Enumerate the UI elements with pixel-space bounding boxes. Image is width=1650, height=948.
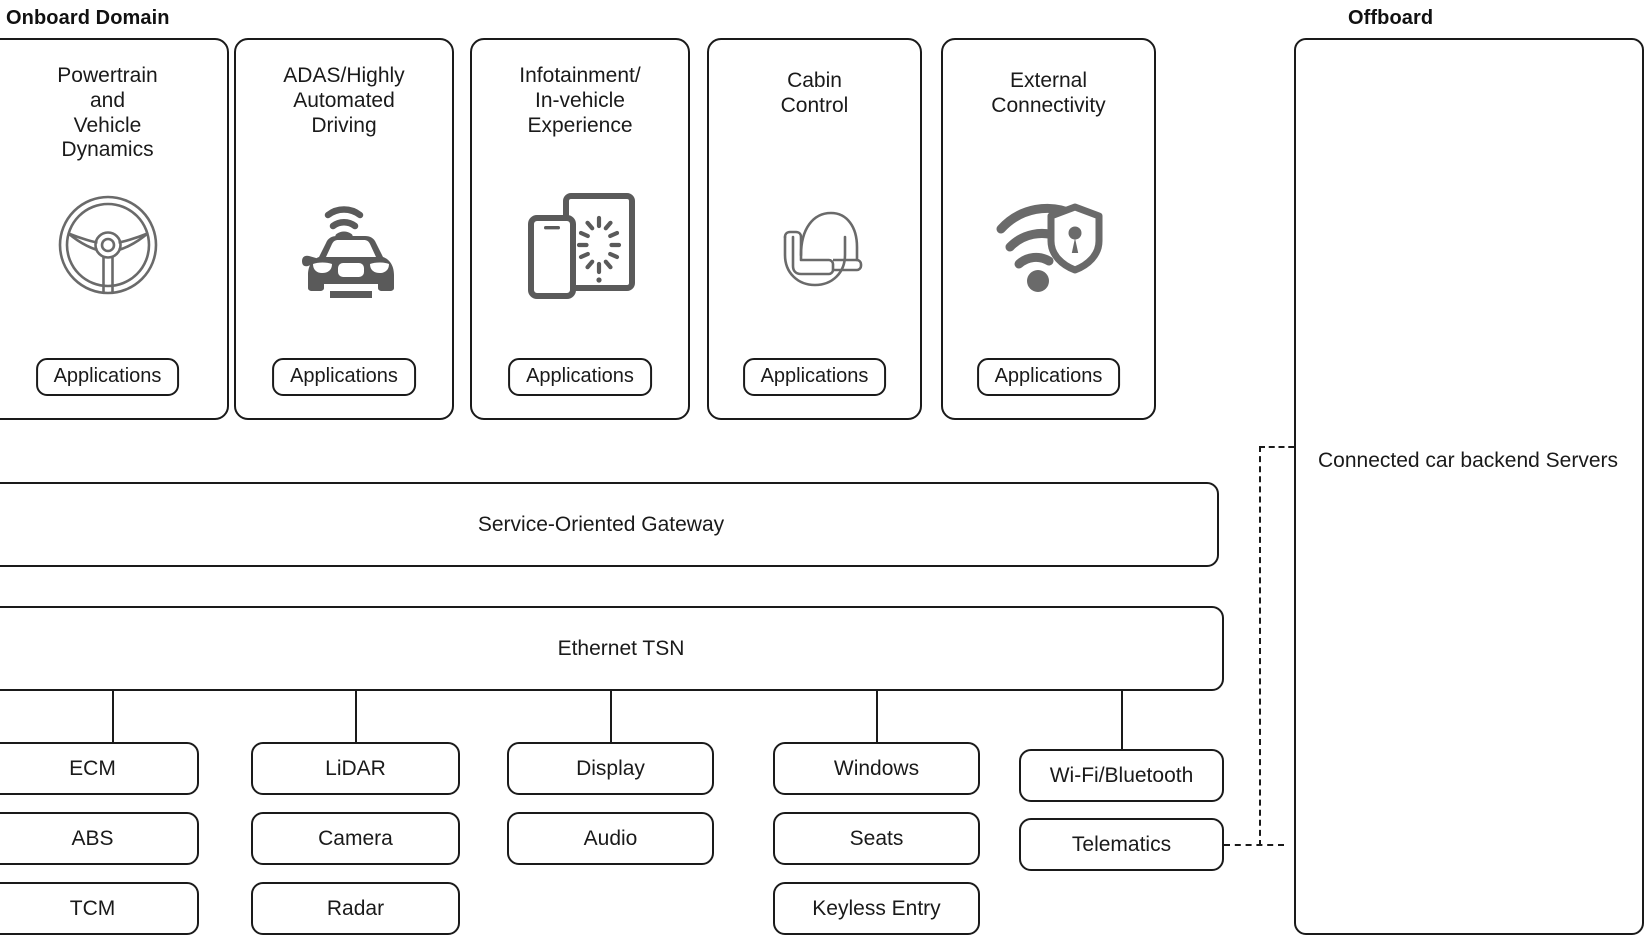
- offboard-header: Offboard: [1348, 7, 1434, 29]
- service-oriented-gateway-bar[interactable]: Service-Oriented Gateway: [0, 482, 1219, 567]
- ecu-box[interactable]: Radar: [251, 882, 460, 935]
- domain-card-connectivity[interactable]: External Connectivity Applications: [941, 38, 1156, 420]
- connector-line-powertrain: [112, 691, 114, 743]
- connector-line-cabin: [876, 691, 878, 743]
- gateway-label: Service-Oriented Gateway: [477, 512, 725, 536]
- ecu-box[interactable]: ABS: [0, 812, 199, 865]
- ecu-box[interactable]: Seats: [773, 812, 980, 865]
- domain-title: Powertrain and Vehicle Dynamics: [57, 64, 158, 162]
- offboard-servers-label: Connected car backend Servers: [1318, 449, 1618, 472]
- ecu-box[interactable]: ECM: [0, 742, 199, 795]
- domain-card-powertrain[interactable]: Powertrain and Vehicle Dynamics Applicat…: [0, 38, 229, 420]
- steering-wheel-icon: [48, 190, 168, 300]
- offboard-dashed-connector-vertical: [1259, 446, 1261, 846]
- applications-pill[interactable]: Applications: [35, 358, 180, 396]
- domain-card-adas[interactable]: ADAS/Highly Automated Driving Applicatio…: [234, 38, 454, 420]
- domain-card-cabin[interactable]: Cabin Control Applications: [707, 38, 922, 420]
- connector-line-connectivity: [1121, 691, 1123, 749]
- applications-pill[interactable]: Applications: [508, 358, 652, 396]
- applications-pill[interactable]: Applications: [272, 358, 416, 396]
- ecu-box[interactable]: TCM: [0, 882, 199, 935]
- car-seat-icon: [755, 190, 875, 300]
- connected-car-icon: [284, 190, 404, 300]
- domain-card-infotainment[interactable]: Infotainment/ In-vehicle Experience: [470, 38, 690, 420]
- domain-title: ADAS/Highly Automated Driving: [283, 64, 405, 137]
- domain-title: Infotainment/ In-vehicle Experience: [519, 64, 641, 137]
- connector-line-adas: [355, 691, 357, 743]
- wifi-shield-icon: [989, 190, 1109, 300]
- applications-pill[interactable]: Applications: [976, 358, 1121, 396]
- domain-title: Cabin Control: [780, 69, 849, 117]
- ecu-box[interactable]: LiDAR: [251, 742, 460, 795]
- network-label: Ethernet TSN: [557, 636, 685, 660]
- ecu-box[interactable]: Camera: [251, 812, 460, 865]
- ecu-box[interactable]: Audio: [507, 812, 714, 865]
- offboard-dashed-connector-top: [1259, 446, 1304, 448]
- ethernet-tsn-bar[interactable]: Ethernet TSN: [0, 606, 1224, 691]
- ecu-box[interactable]: Windows: [773, 742, 980, 795]
- ecu-box[interactable]: Wi-Fi/Bluetooth: [1019, 749, 1224, 802]
- offboard-box[interactable]: Connected car backend Servers: [1294, 38, 1644, 935]
- ecu-box[interactable]: Keyless Entry: [773, 882, 980, 935]
- offboard-dashed-connector-bottom: [1224, 844, 1284, 846]
- connector-line-infotainment: [610, 691, 612, 743]
- ecu-box[interactable]: Telematics: [1019, 818, 1224, 871]
- ecu-box[interactable]: Display: [507, 742, 714, 795]
- domain-title: External Connectivity: [991, 69, 1106, 117]
- applications-pill[interactable]: Applications: [742, 358, 887, 396]
- onboard-domain-header: Onboard Domain: [6, 7, 170, 29]
- phone-tablet-icon: [520, 190, 640, 300]
